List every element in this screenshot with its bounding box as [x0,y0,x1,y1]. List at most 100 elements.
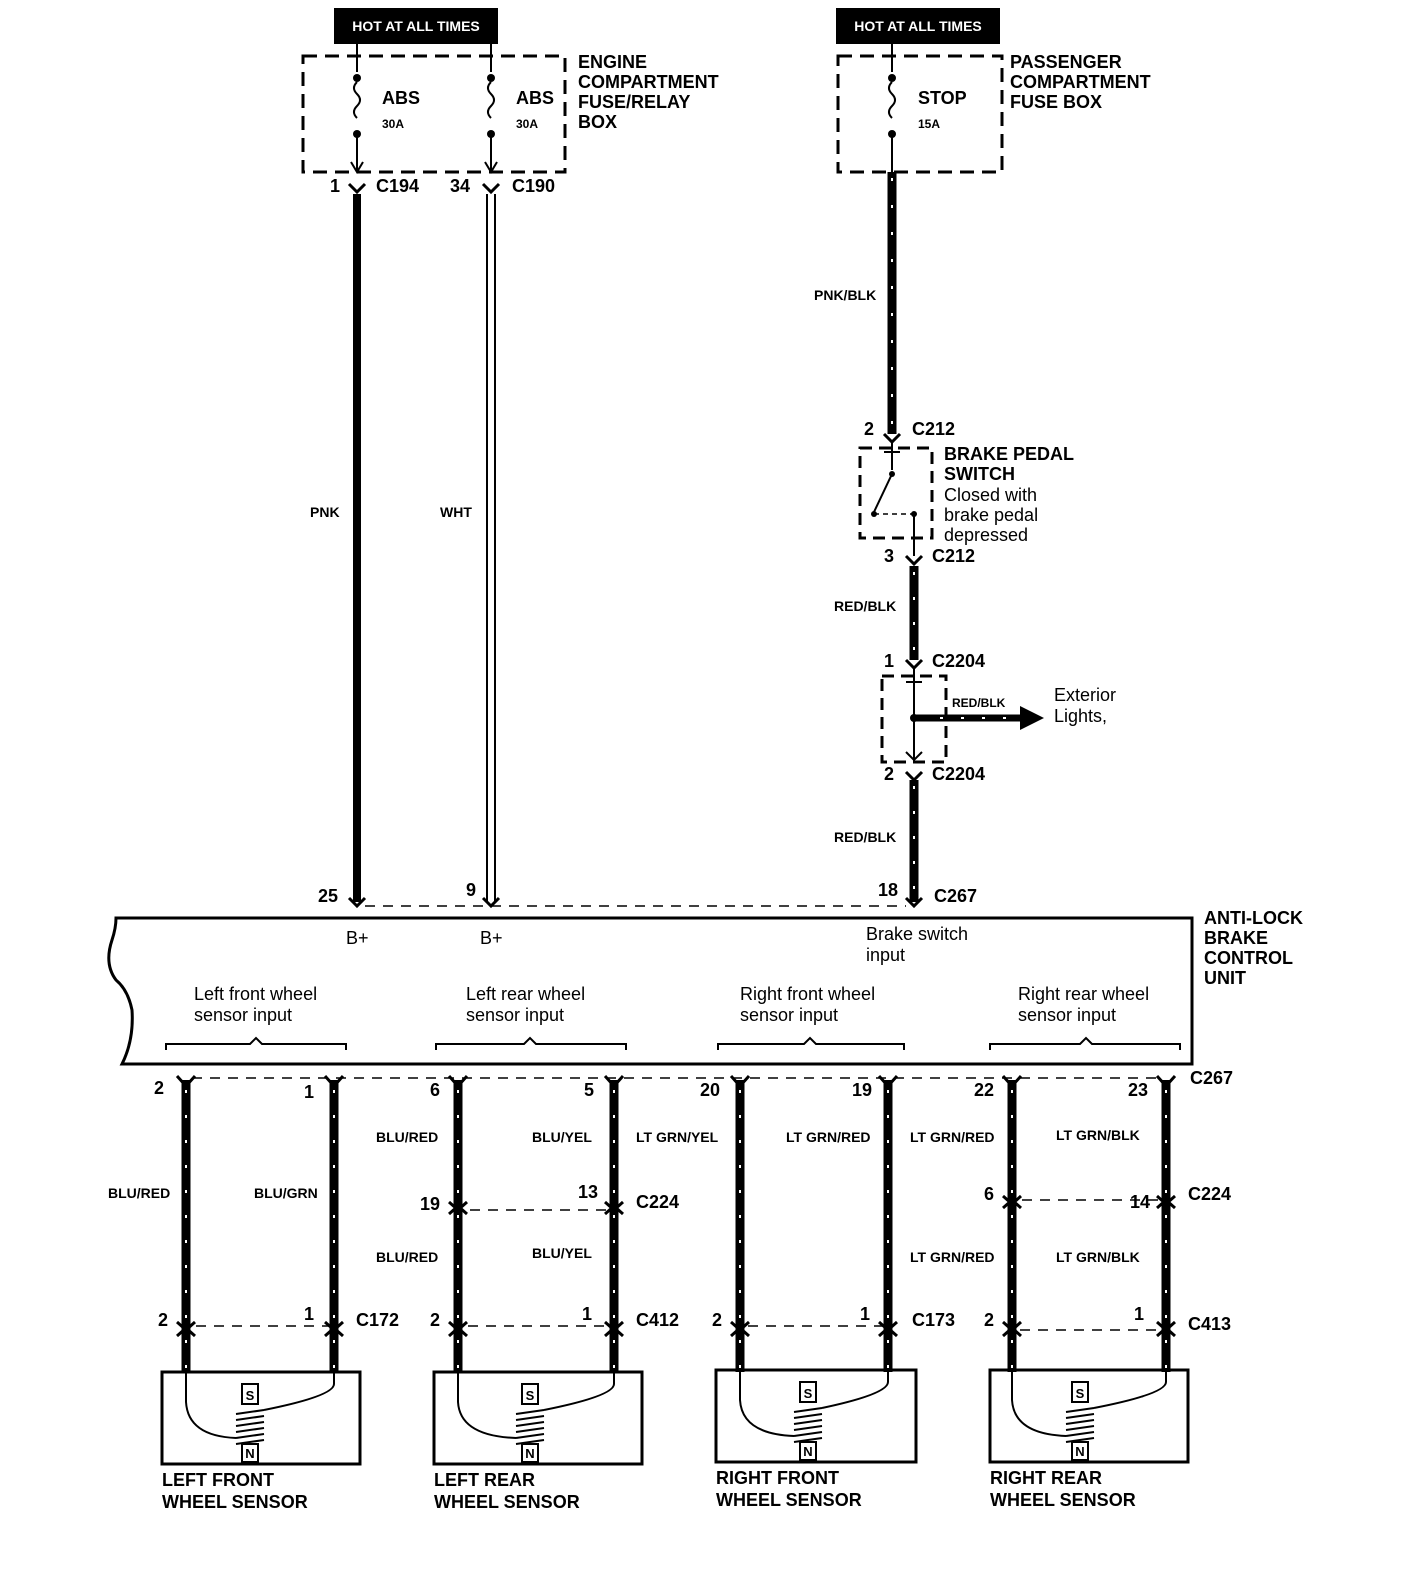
pin-rf-2: 2 [712,1310,722,1330]
pin-rr-1: 1 [1134,1304,1144,1324]
brake-input-line-2: input [866,945,905,965]
connector-pin [175,1074,197,1089]
pin-c224-13: 13 [578,1182,598,1202]
pole-n-box [241,1443,259,1463]
pass-box-title-3: FUSE BOX [1010,92,1102,112]
connector-pin [729,1074,751,1089]
pin-lf-1: 1 [304,1304,314,1324]
pin-c212-3: 3 [884,546,894,566]
brake-pedal-switch [858,446,934,540]
fuse2-amp: 30A [516,117,538,131]
pin-c2204-1: 1 [884,651,894,671]
conn-c267-top: C267 [934,886,977,906]
sensor-rr-label-1: RIGHT REAR [990,1468,1102,1488]
connector-pin-c224 [448,1200,468,1216]
pole-n-box [521,1443,539,1463]
pin-b22: 22 [974,1080,994,1100]
coil-turn [515,1439,545,1445]
conn-c224-a: C224 [636,1192,679,1212]
coil-turn [235,1433,265,1439]
fuse-stop-name: STOP [918,88,967,108]
conn-c412: C412 [636,1310,679,1330]
wire-lf-a-label: BLU/RED [108,1185,170,1201]
sensor-lead [821,1370,889,1409]
input-lf-line-1: Left front wheel [194,984,317,1004]
coil-turn [793,1425,823,1431]
pin-lf-2: 2 [158,1310,168,1330]
connector-pin [730,1320,750,1338]
exterior-line-1: Exterior [1054,685,1116,705]
coil-turn [235,1409,265,1415]
input-lf-line-2: sensor input [194,1005,292,1025]
fuse1-amp: 30A [382,117,404,131]
hot-label-right [836,8,1000,44]
wire-pnk-label: PNK [310,504,340,520]
arrow-exterior-lights [1020,706,1044,730]
input-lr-line-2: sensor input [466,1005,564,1025]
abs-title-1: ANTI-LOCK [1204,908,1303,928]
pin-b20: 20 [700,1080,720,1100]
sensor-lead [543,1372,615,1411]
pin-c224-19: 19 [420,1194,440,1214]
connector-pin [604,1320,624,1338]
hot-label-right-text: HOT AT ALL TIMES [854,18,982,34]
conn-c2204-a: C2204 [932,651,985,671]
connector-pin [603,1074,625,1089]
engine-fuse-box [301,54,567,174]
conn-c190: C190 [512,176,555,196]
coil-turn [235,1421,265,1427]
sensor-lr-label-2: WHEEL SENSOR [434,1492,580,1512]
wire-pnk-blk-label: PNK/BLK [814,287,876,303]
pin-c224-14: 14 [1130,1192,1150,1212]
fuse1-name: ABS [382,88,420,108]
hot-label-left-text: HOT AT ALL TIMES [352,18,480,34]
pin-c190-34: 34 [450,176,470,196]
connector-pin [878,1320,898,1338]
connector-pin [176,1320,196,1338]
connector-pin [877,1074,899,1089]
conn-c267-bottom: C267 [1190,1068,1233,1088]
wire-red-blk-3-label: RED/BLK [834,829,896,845]
wire-lf-b-label: BLU/GRN [254,1185,318,1201]
pole-s-box [1071,1381,1089,1403]
coil-turn [793,1431,823,1437]
brace-rr [989,1036,1181,1050]
wire-red-blk-1-label: RED/BLK [834,598,896,614]
connector-pin-c224 [1156,1194,1176,1210]
sensor-rf-label-1: RIGHT FRONT [716,1468,839,1488]
sensor-lead [185,1372,237,1439]
sensor-lead [1093,1370,1167,1409]
sensor-lead [457,1372,517,1439]
coil-turn [235,1415,265,1421]
abs-control-unit [107,916,1194,1066]
pin-rr-2: 2 [984,1310,994,1330]
connector-pin [1155,1074,1177,1089]
engine-box-title-4: BOX [578,112,617,132]
connector-pin [448,1320,468,1338]
connector-pin [323,1074,345,1089]
abs-title-3: CONTROL [1204,948,1293,968]
conn-c212-a: C212 [912,419,955,439]
input-rf-line-1: Right front wheel [740,984,875,1004]
connector-pin [1002,1320,1022,1338]
coil-turn [235,1427,265,1433]
sensor-lr-label-1: LEFT REAR [434,1470,535,1490]
pin-lr-2: 2 [430,1310,440,1330]
pole-n: N [245,1446,254,1461]
pole-n: N [1075,1444,1084,1459]
pin-b6: 6 [430,1080,440,1100]
pin-c212-2: 2 [864,419,874,439]
passenger-fuse-box [836,54,1004,174]
sensor-box [714,1368,918,1464]
wire-rr-a2-label: LT GRN/RED [910,1249,995,1265]
pole-n-box [799,1441,817,1461]
hot-label-left [334,8,498,44]
fuse-abs-2 [484,74,498,174]
pin-c224-6: 6 [984,1184,994,1204]
coil-turn [793,1413,823,1419]
fuse-stop-amp: 15A [918,117,940,131]
pole-n: N [525,1446,534,1461]
pin-b1: 1 [304,1082,314,1102]
brace-lf [165,1036,347,1050]
conn-c194: C194 [376,176,419,196]
